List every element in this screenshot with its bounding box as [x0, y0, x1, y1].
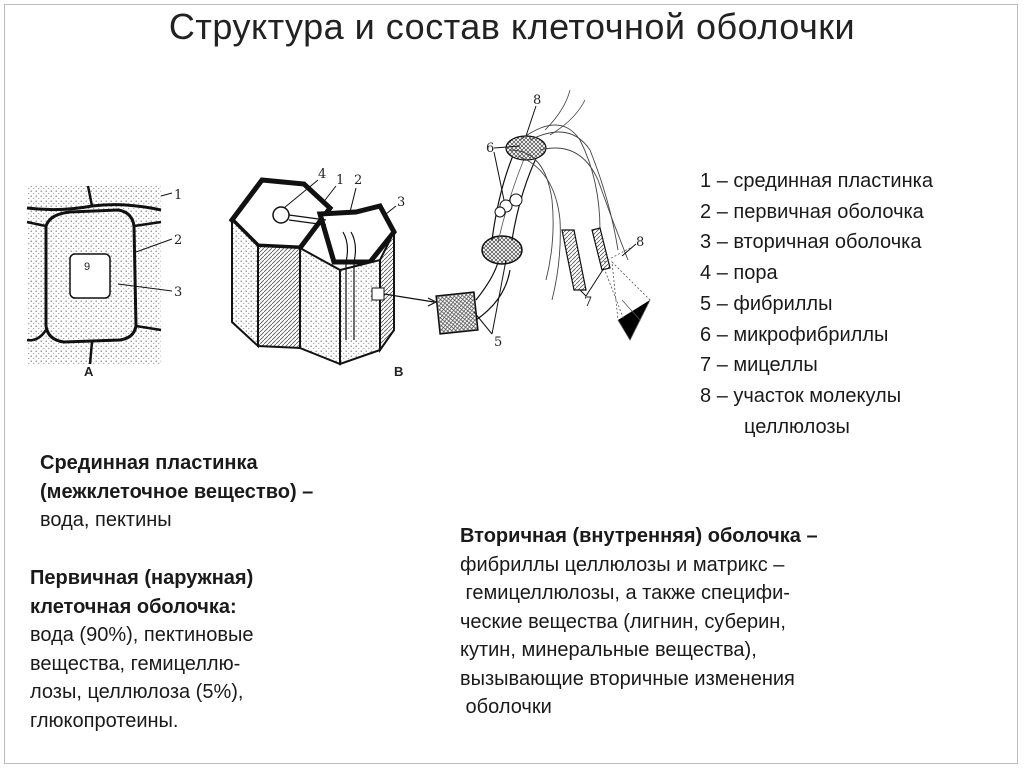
- fibril-block: [435, 291, 479, 335]
- vacuole: [69, 253, 111, 299]
- legend-item: 1 – срединная пластинка: [700, 170, 933, 192]
- figure-a-label: А: [84, 364, 94, 379]
- label-c-6: 6: [486, 141, 494, 156]
- label-a-3: 3: [174, 285, 182, 300]
- secondary-wall-line: фибриллы целлюлозы и матрикс –: [460, 553, 785, 576]
- legend-item: 4 – пора: [700, 262, 778, 285]
- label-c-8-right: 8: [636, 235, 644, 250]
- label-c-8-top: 8: [533, 93, 541, 108]
- micelle: [561, 229, 587, 291]
- middle-lamella-heading: Срединная пластинка: [40, 452, 258, 474]
- secondary-wall-line: ческие вещества (лигнин, суберин,: [460, 610, 786, 633]
- slide-title: Структура и состав клеточной оболочки: [168, 6, 856, 47]
- secondary-wall-line: кутин, минеральные вещества),: [460, 639, 757, 661]
- label-c-5: 5: [494, 335, 502, 350]
- legend-item: 2 – первичная оболочка: [700, 200, 924, 223]
- primary-wall-block: Первичная (наружная) клеточная оболочка:…: [30, 564, 360, 735]
- primary-wall-line: глюкопротеины.: [30, 709, 179, 732]
- secondary-wall-line: вызывающие вторичные изменения: [460, 667, 795, 690]
- label-b-1: 1: [336, 173, 344, 188]
- secondary-wall-heading: Вторичная (внутренняя) оболочка –: [460, 525, 818, 547]
- slide-frame: [4, 4, 1018, 764]
- figure-b: 4 1 2 3: [228, 167, 438, 366]
- middle-lamella-body: вода, пектины: [40, 509, 172, 531]
- legend-continuation: целлюлозы: [744, 415, 850, 438]
- figure-a: 1 2 3 9: [26, 185, 182, 365]
- legend-item: 7 – мицеллы: [700, 354, 818, 377]
- microfibril-bundle: [505, 135, 547, 161]
- label-b-2: 2: [354, 173, 362, 188]
- label-b-4: 4: [318, 167, 326, 182]
- fibril-bundle: [481, 235, 523, 265]
- primary-wall-line: лозы, целлюлоза (5%),: [30, 681, 244, 703]
- primary-wall-line: вещества, гемицеллю-: [30, 652, 241, 675]
- legend-item: 6 – микрофибриллы: [700, 323, 889, 346]
- label-c-7: 7: [584, 295, 592, 310]
- primary-wall-subheading: клеточная оболочка:: [30, 595, 237, 618]
- middle-lamella-block: Срединная пластинка (межклеточное вещест…: [40, 449, 420, 535]
- figure-c: 8 6 5 7 8: [435, 89, 651, 350]
- secondary-wall-line: оболочки: [460, 696, 552, 718]
- pit-circle: [272, 206, 290, 224]
- legend-item: 5 – фибриллы: [700, 292, 833, 315]
- legend-item: 8 – участок молекулы: [700, 384, 902, 407]
- label-a-1: 1: [174, 188, 182, 203]
- label-b-3: 3: [397, 195, 405, 210]
- primary-wall-line: вода (90%), пектиновые: [30, 624, 254, 646]
- label-a-2: 2: [174, 233, 182, 248]
- figure-b-label: В: [394, 364, 404, 379]
- label-a-9: 9: [84, 261, 90, 273]
- secondary-wall-line: гемицеллюлозы, а также специфи-: [460, 582, 790, 604]
- middle-lamella-subheading: (межклеточное вещество) –: [40, 480, 314, 503]
- legend-item: 3 – вторичная оболочка: [700, 231, 922, 254]
- zoom-box: [371, 287, 385, 301]
- primary-wall-heading: Первичная (наружная): [30, 567, 254, 589]
- secondary-wall-block: Вторичная (внутренняя) оболочка – фибрил…: [460, 522, 1000, 722]
- legend: 1 – срединная пластинка 2 – первичная об…: [700, 166, 1020, 442]
